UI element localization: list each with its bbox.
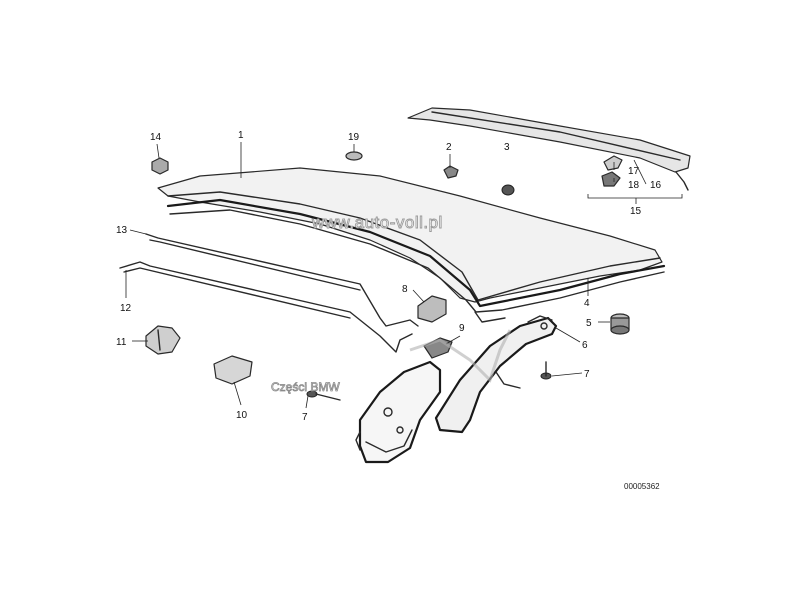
callout-15: 15 (630, 206, 642, 217)
hinge-bracket (355, 360, 442, 464)
callout-6: 6 (582, 340, 588, 351)
clip-part-11 (145, 325, 181, 355)
watermark-url: www.auto-voll.pl (311, 213, 443, 232)
callout-3: 3 (504, 142, 510, 153)
bolt-left (306, 390, 341, 401)
rear-spoiler (407, 107, 691, 191)
callout-4: 4 (584, 298, 590, 309)
leader-lines (125, 142, 683, 409)
diagram-reference-number: 00005362 (624, 482, 660, 491)
callout-7-right: 7 (584, 369, 590, 380)
spoiler-fixings (601, 155, 623, 187)
rubber-stop (610, 313, 630, 335)
torsion-rod-upper (145, 233, 419, 327)
callout-19: 19 (348, 132, 360, 143)
callout-8: 8 (402, 284, 408, 295)
rubber-buffer (417, 295, 447, 323)
bolt-right (540, 361, 552, 380)
trunk-seal-frame (166, 198, 666, 323)
grommet-19 (345, 151, 363, 161)
torsion-rod-lower (119, 261, 413, 353)
callout-14: 14 (150, 132, 162, 143)
callout-18: 18 (628, 180, 640, 191)
callout-12: 12 (120, 303, 132, 314)
callout-labels: 1 2 3 4 5 6 7 7 8 9 10 11 12 13 14 15 16… (116, 130, 662, 423)
plug-2 (443, 165, 459, 179)
callout-10: 10 (236, 410, 248, 421)
lock-plate (213, 355, 253, 385)
callout-5: 5 (586, 318, 592, 329)
callout-13: 13 (116, 225, 128, 236)
nut-14 (151, 157, 169, 175)
callout-1: 1 (238, 130, 244, 141)
callout-2: 2 (446, 142, 452, 153)
callout-11: 11 (116, 337, 127, 348)
callout-16: 16 (650, 180, 662, 191)
callout-9: 9 (459, 323, 465, 334)
callout-7-left: 7 (302, 412, 308, 423)
watermark: www.auto-voll.pl Części BMW (271, 213, 512, 394)
cap-plug (501, 184, 515, 196)
callout-17: 17 (628, 166, 640, 177)
trunk-hinge (434, 315, 558, 434)
trunk-lid-panel (157, 167, 663, 303)
watermark-brand: Części BMW (271, 380, 340, 394)
